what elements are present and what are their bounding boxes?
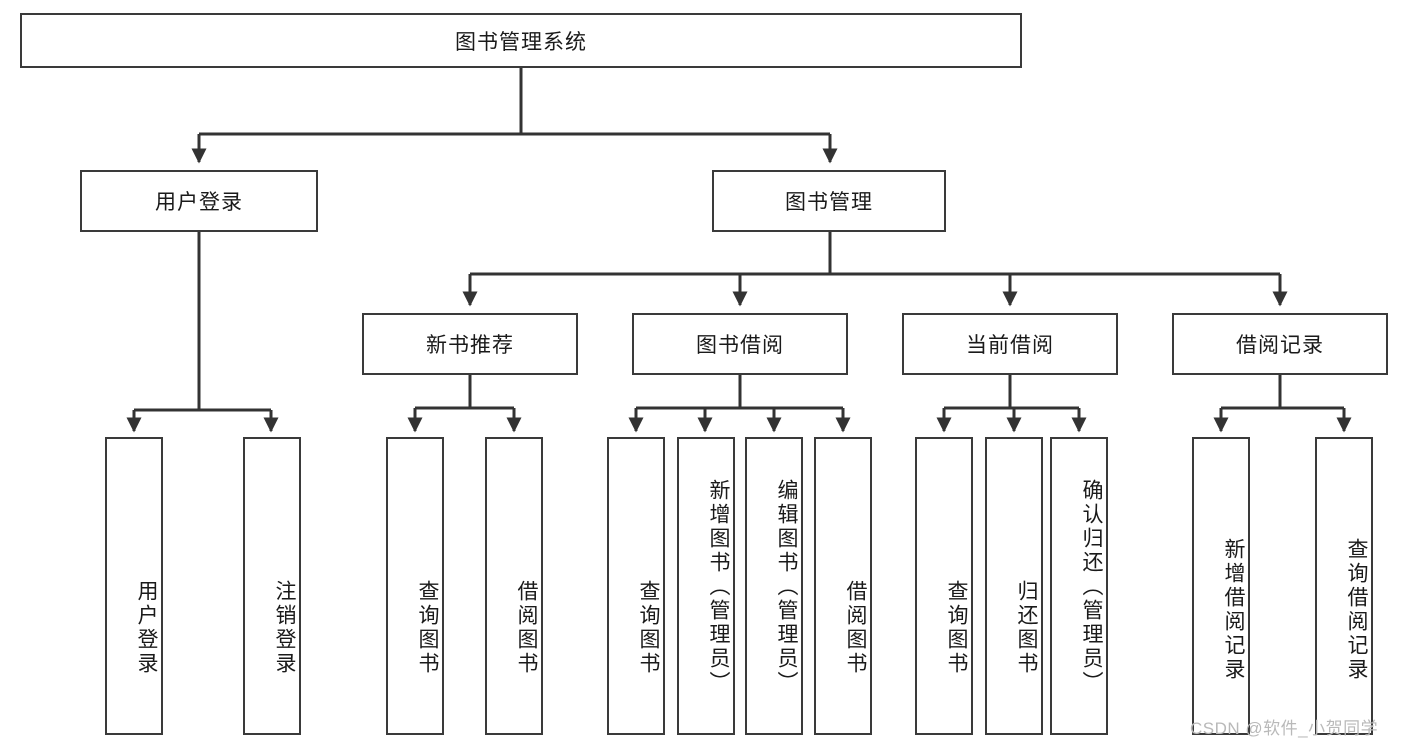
leaf-logout-label: 注销登录 bbox=[273, 580, 296, 676]
node-user-login-label: 用户登录 bbox=[155, 191, 243, 214]
leaf-user-login-label: 用户登录 bbox=[135, 580, 158, 676]
leaf-edit-book[interactable]: 编辑图书（管理员） bbox=[745, 437, 803, 735]
node-book-manage-label: 图书管理 bbox=[785, 191, 873, 214]
node-borrow-record[interactable]: 借阅记录 bbox=[1172, 313, 1388, 375]
leaf-query-book-3[interactable]: 查询图书 bbox=[915, 437, 973, 735]
leaf-query-book-3-label: 查询图书 bbox=[945, 580, 968, 676]
leaf-return-book-label: 归还图书 bbox=[1015, 580, 1038, 676]
leaf-borrow-book-2[interactable]: 借阅图书 bbox=[814, 437, 872, 735]
csdn-watermark: CSDN @软件_小贺同学 bbox=[1190, 719, 1379, 738]
node-borrow-record-label: 借阅记录 bbox=[1236, 334, 1324, 357]
node-current-borrow-label: 当前借阅 bbox=[966, 334, 1054, 357]
leaf-query-record-label: 查询借阅记录 bbox=[1345, 538, 1368, 682]
leaf-logout[interactable]: 注销登录 bbox=[243, 437, 301, 735]
leaf-query-book-1[interactable]: 查询图书 bbox=[386, 437, 444, 735]
leaf-confirm-return[interactable]: 确认归还（管理员） bbox=[1050, 437, 1108, 735]
leaf-query-book-1-label: 查询图书 bbox=[416, 580, 439, 676]
node-book-borrow[interactable]: 图书借阅 bbox=[632, 313, 848, 375]
leaf-return-book[interactable]: 归还图书 bbox=[985, 437, 1043, 735]
node-new-book-rec-label: 新书推荐 bbox=[426, 334, 514, 357]
node-user-login[interactable]: 用户登录 bbox=[80, 170, 318, 232]
leaf-query-record[interactable]: 查询借阅记录 bbox=[1315, 437, 1373, 735]
leaf-borrow-book-1[interactable]: 借阅图书 bbox=[485, 437, 543, 735]
leaf-add-book-label: 新增图书（管理员） bbox=[707, 479, 730, 695]
leaf-query-book-2-label: 查询图书 bbox=[637, 580, 660, 676]
leaf-borrow-book-2-label: 借阅图书 bbox=[844, 580, 867, 676]
node-root-label: 图书管理系统 bbox=[455, 30, 587, 54]
leaf-user-login[interactable]: 用户登录 bbox=[105, 437, 163, 735]
node-book-borrow-label: 图书借阅 bbox=[696, 334, 784, 357]
node-new-book-rec[interactable]: 新书推荐 bbox=[362, 313, 578, 375]
leaf-borrow-book-1-label: 借阅图书 bbox=[515, 580, 538, 676]
node-root[interactable]: 图书管理系统 bbox=[20, 13, 1022, 68]
leaf-query-book-2[interactable]: 查询图书 bbox=[607, 437, 665, 735]
leaf-confirm-return-label: 确认归还（管理员） bbox=[1080, 479, 1103, 695]
leaf-edit-book-label: 编辑图书（管理员） bbox=[775, 479, 798, 695]
node-current-borrow[interactable]: 当前借阅 bbox=[902, 313, 1118, 375]
leaf-add-record-label: 新增借阅记录 bbox=[1222, 538, 1245, 682]
leaf-add-record[interactable]: 新增借阅记录 bbox=[1192, 437, 1250, 735]
node-book-manage[interactable]: 图书管理 bbox=[712, 170, 946, 232]
leaf-add-book[interactable]: 新增图书（管理员） bbox=[677, 437, 735, 735]
